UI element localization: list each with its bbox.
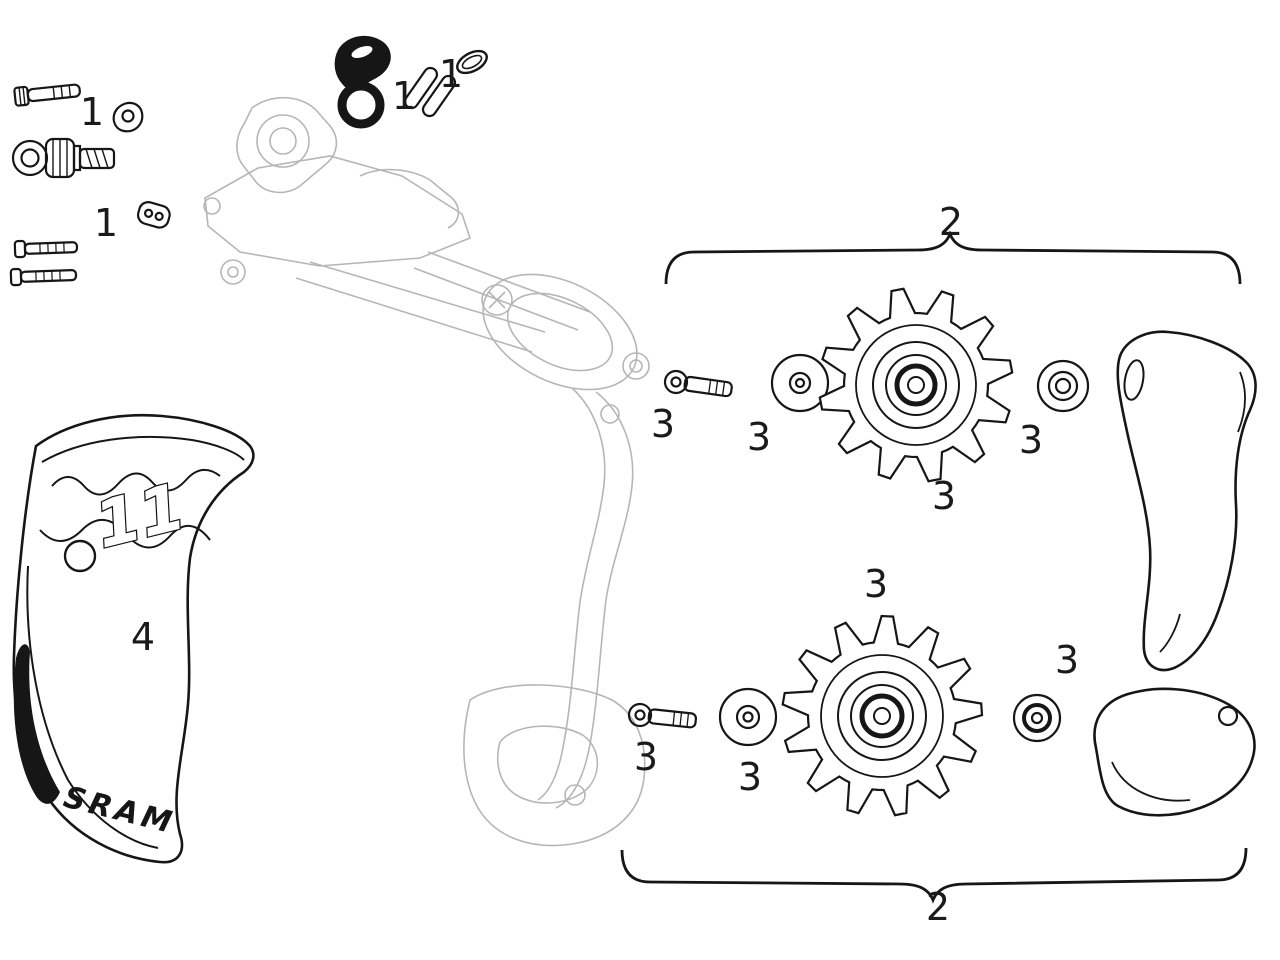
- callout-link-seal: 1: [438, 52, 464, 96]
- bracket-upper-kit: [664, 230, 1242, 285]
- callout-lower-cap-right: 3: [1054, 638, 1080, 682]
- washer-tab: [112, 101, 144, 133]
- bracket-lower-kit: [620, 847, 1248, 904]
- cage-lock-kit: [334, 35, 488, 129]
- callout-upper-cap-left: 3: [746, 415, 772, 459]
- lower-pulley-kit: [627, 614, 1256, 817]
- upper-pulley-wheel: [818, 287, 1014, 483]
- skid-plate-hole: [63, 539, 97, 573]
- upper-pulley-kit: [663, 287, 1257, 672]
- limit-screw-lower: [9, 267, 78, 287]
- callout-upper-pulley-kit: 2: [938, 200, 964, 244]
- callout-cage-lock-lever: 1: [391, 74, 417, 118]
- upper-mount-bolt: [13, 83, 81, 107]
- link-plate-b: [421, 74, 457, 118]
- lever-slot: [351, 45, 373, 59]
- inner-cage-plate: [1116, 330, 1257, 672]
- limit-screw-upper: [13, 239, 79, 259]
- callout-limit-screws: 1: [93, 201, 119, 245]
- derailleur-body-faint: [203, 97, 650, 847]
- skid-plate: 11 SRAM: [12, 414, 255, 864]
- lower-dust-cap-right: [1012, 693, 1062, 743]
- callout-lower-cap-left: 3: [737, 755, 763, 799]
- callout-upper-cap-right: 3: [1018, 418, 1044, 462]
- o-ring: [456, 49, 488, 75]
- lower-dust-cap-left: [718, 687, 778, 747]
- skid-plate-tip: [13, 644, 61, 804]
- lever-neck: [346, 81, 365, 90]
- upper-dust-cap-right: [1036, 359, 1090, 413]
- upper-dust-cap-left: [770, 353, 830, 413]
- upper-pulley-bolt: [663, 369, 733, 398]
- b-bolt: [11, 137, 116, 179]
- callout-upper-bolt: 3: [650, 402, 676, 446]
- mounting-hardware: [9, 83, 171, 287]
- callout-lower-bolt: 3: [633, 735, 659, 779]
- callout-lower-pulley-kit: 2: [925, 885, 951, 929]
- outer-link-arm: [1093, 687, 1256, 817]
- callout-lower-pulley: 3: [863, 562, 889, 606]
- callout-skid-plate: 4: [130, 615, 156, 659]
- cage-lock-ring: [337, 81, 385, 129]
- lower-pulley-bolt: [627, 702, 698, 729]
- cage-lock-lever: [334, 35, 391, 91]
- lower-pulley-wheel: [781, 614, 984, 817]
- callout-mount-bolt: 1: [79, 90, 105, 134]
- spacer-block: [136, 201, 171, 229]
- link-plate-a: [403, 66, 439, 110]
- callout-upper-pulley: 3: [931, 474, 957, 518]
